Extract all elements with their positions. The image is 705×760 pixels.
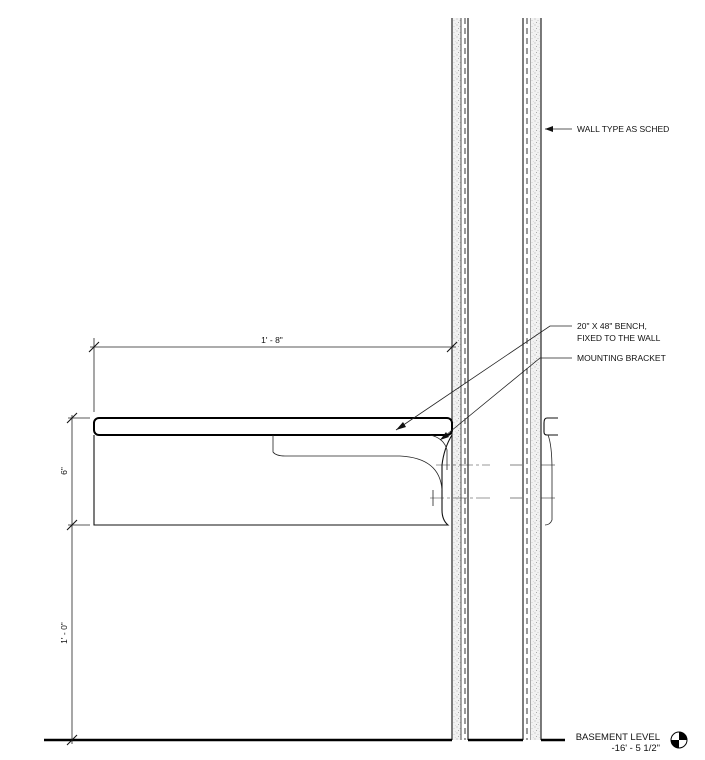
mounting-bracket-profile xyxy=(272,435,443,491)
right-wall xyxy=(522,18,542,740)
dim-tick-right xyxy=(446,341,458,353)
leader-arrow-mounting xyxy=(440,432,449,440)
dimension-bench-depth: 1' - 8" xyxy=(88,335,458,412)
note-wall-type: WALL TYPE AS SCHED xyxy=(545,124,669,134)
adjacent-seat-edge xyxy=(543,417,558,436)
note-text-mounting: MOUNTING BRACKET xyxy=(577,353,666,363)
level-name: BASEMENT LEVEL xyxy=(576,732,660,743)
leader-arrow-wall-type xyxy=(545,126,553,132)
left-wall-insulation xyxy=(453,18,461,740)
dimension-vertical: 6" 1' - 0" xyxy=(59,412,90,746)
note-mounting: MOUNTING BRACKET xyxy=(439,353,666,441)
bench-body-outline xyxy=(93,434,453,526)
note-bench: 20" X 48" BENCH, FIXED TO THE WALL xyxy=(395,321,661,431)
adjacent-bench-fragment xyxy=(541,417,558,526)
leader-arrow-bench xyxy=(396,422,406,430)
level-elevation: -16' - 5 1/2" xyxy=(612,743,661,754)
note-text-bench-line2: FIXED TO THE WALL xyxy=(577,333,661,343)
level-marker: BASEMENT LEVEL -16' - 5 1/2" xyxy=(576,731,688,754)
left-wall xyxy=(451,18,469,740)
leader-mounting xyxy=(439,357,572,441)
adjacent-bracket-edge xyxy=(544,434,553,526)
dim-text-bench-depth: 1' - 8" xyxy=(261,335,283,345)
level-datum-icon xyxy=(670,731,688,749)
dim-tick-left xyxy=(88,341,100,353)
note-text-wall-type: WALL TYPE AS SCHED xyxy=(577,124,669,134)
dim-text-seat-height: 1' - 0" xyxy=(59,622,69,644)
leader-bench xyxy=(395,325,572,431)
mounting-bracket-return xyxy=(429,434,448,470)
right-wall-insulation xyxy=(531,18,541,740)
dim-text-bench-height: 6" xyxy=(59,467,69,475)
note-text-bench-line1: 20" X 48" BENCH, xyxy=(577,321,647,331)
bench xyxy=(93,417,522,526)
dim-tick-mid xyxy=(66,519,78,531)
dim-tick-top xyxy=(66,412,78,424)
bench-seat-top xyxy=(93,417,453,436)
dim-tick-bottom xyxy=(66,734,78,746)
